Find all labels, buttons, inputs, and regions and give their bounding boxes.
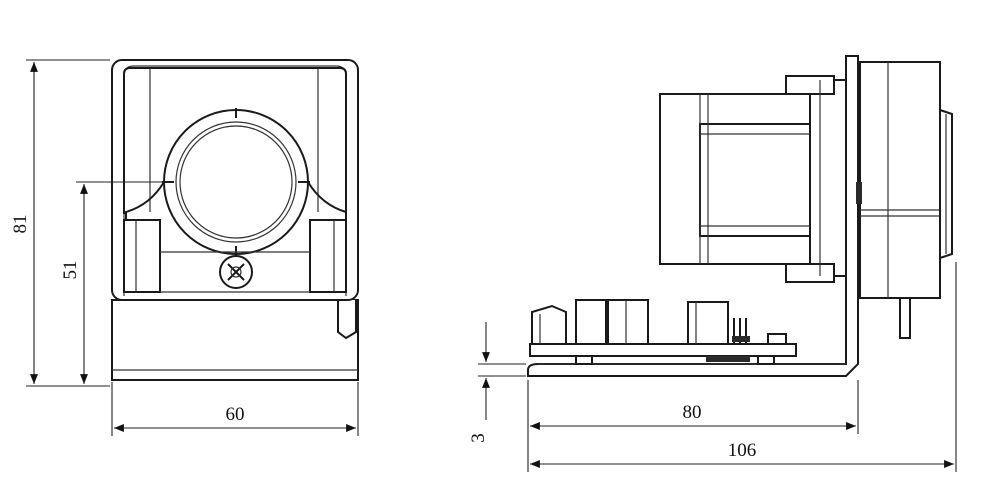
side-view	[527, 55, 953, 377]
dim-front-width: 60	[226, 404, 245, 425]
pump-head-side	[859, 61, 941, 299]
screw-icon	[219, 255, 253, 289]
dim-base-thickness: 3	[468, 433, 489, 443]
pcb-board	[529, 343, 797, 357]
front-dimensions: 81 51 60	[10, 59, 359, 436]
front-bracket	[111, 299, 359, 381]
front-view	[111, 59, 359, 381]
rotor-circle-inner	[175, 121, 297, 243]
dim-board-length: 80	[683, 402, 702, 423]
side-base-plate	[527, 55, 859, 377]
dim-shaft-height: 51	[60, 261, 81, 280]
dim-overall-length: 106	[728, 440, 757, 461]
dim-front-height: 81	[10, 215, 31, 234]
rotor-circle-outer	[163, 109, 309, 255]
side-dimensions: 3 80 106	[468, 262, 957, 472]
